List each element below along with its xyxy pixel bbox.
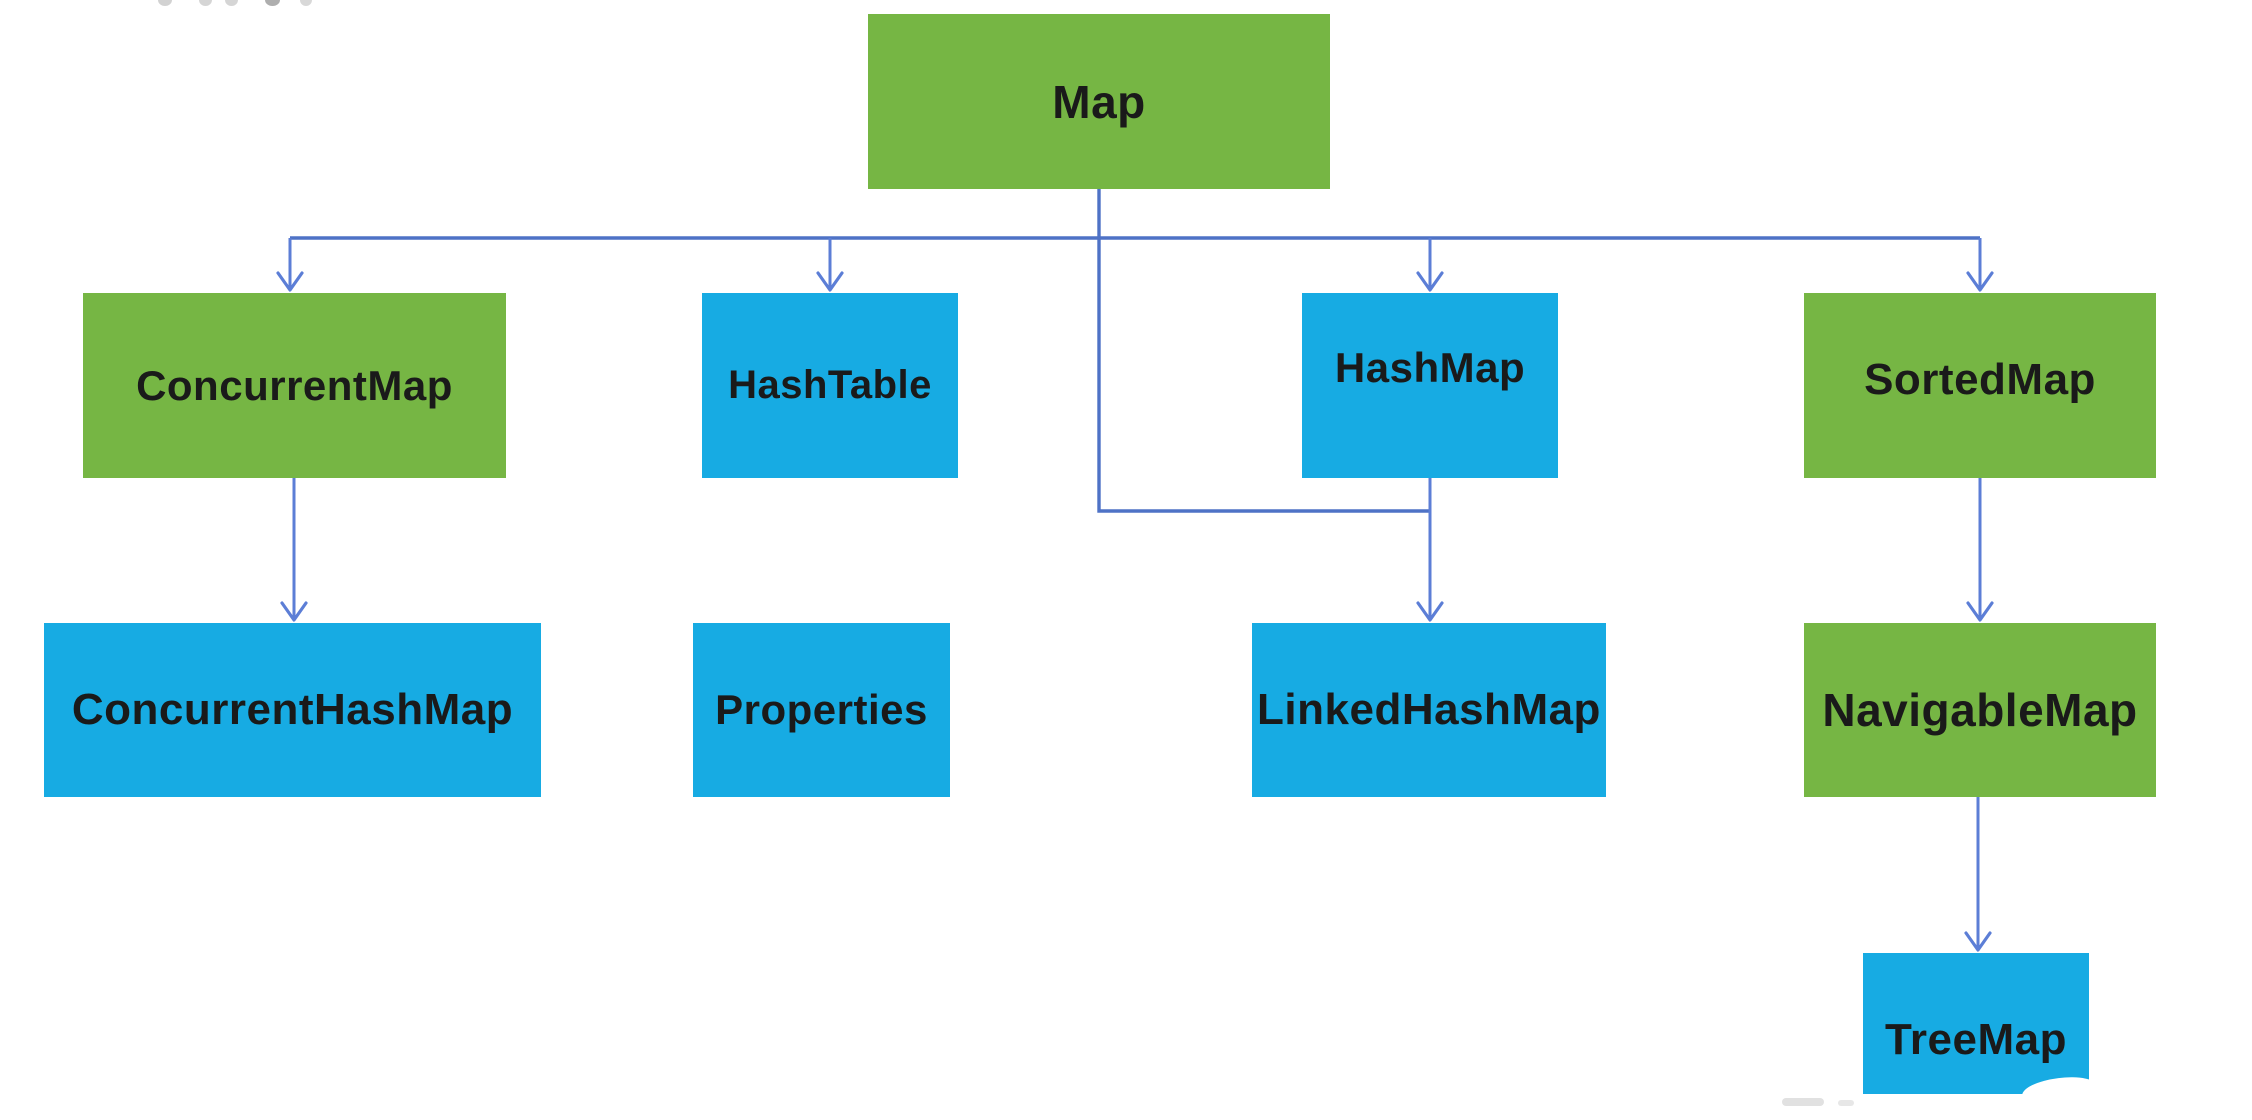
node-sorted-map-label: SortedMap xyxy=(1864,354,2096,404)
node-navigable-map-label: NavigableMap xyxy=(1822,684,2138,736)
node-linked-hash-map: LinkedHashMap xyxy=(1252,623,1606,797)
node-hash-map-label: HashMap xyxy=(1334,343,1526,391)
artifact-top-smudge xyxy=(265,0,280,6)
node-tree-map: TreeMap xyxy=(1863,953,2089,1094)
artifact-bottom-smudge xyxy=(1782,1098,1824,1106)
artifact-top-smudge xyxy=(225,0,238,6)
arrowhead-navigable-map-to-tree-map xyxy=(1964,931,1992,952)
node-tree-map-label: TreeMap xyxy=(1884,1014,2067,1064)
node-map: Map xyxy=(868,14,1330,189)
node-navigable-map: NavigableMap xyxy=(1804,623,2156,797)
artifact-top-smudge xyxy=(158,0,172,6)
node-map-label: Map xyxy=(1052,75,1146,128)
arrowhead-bus-to-hash-map xyxy=(1416,271,1444,292)
node-properties-label: Properties xyxy=(715,686,928,733)
artifact-bottom-smudge xyxy=(1838,1100,1854,1106)
arrowhead-concurrent-map-to-concurrent-hash-map xyxy=(280,601,308,622)
node-concurrent-map: ConcurrentMap xyxy=(83,293,506,478)
node-concurrent-hash-map: ConcurrentHashMap xyxy=(44,623,541,797)
artifact-top-smudge xyxy=(300,0,312,6)
arrowhead-hash-map-to-linked-hash-map xyxy=(1416,601,1444,622)
node-linked-hash-map-label: LinkedHashMap xyxy=(1257,685,1601,734)
node-concurrent-map-label: ConcurrentMap xyxy=(136,361,453,409)
node-properties: Properties xyxy=(693,623,950,797)
artifact-top-smudge xyxy=(199,0,212,6)
node-hash-table: HashTable xyxy=(702,293,958,478)
arrowhead-bus-to-hash-table xyxy=(816,271,844,292)
arrowhead-bus-to-sorted-map xyxy=(1966,271,1994,292)
node-hash-table-label: HashTable xyxy=(728,363,932,407)
node-hash-map: HashMap xyxy=(1302,293,1558,478)
arrowhead-sorted-map-to-navigable-map xyxy=(1966,601,1994,622)
node-sorted-map: SortedMap xyxy=(1804,293,2156,478)
node-concurrent-hash-map-label: ConcurrentHashMap xyxy=(71,685,514,734)
arrowhead-bus-to-concurrent-map xyxy=(276,271,304,292)
